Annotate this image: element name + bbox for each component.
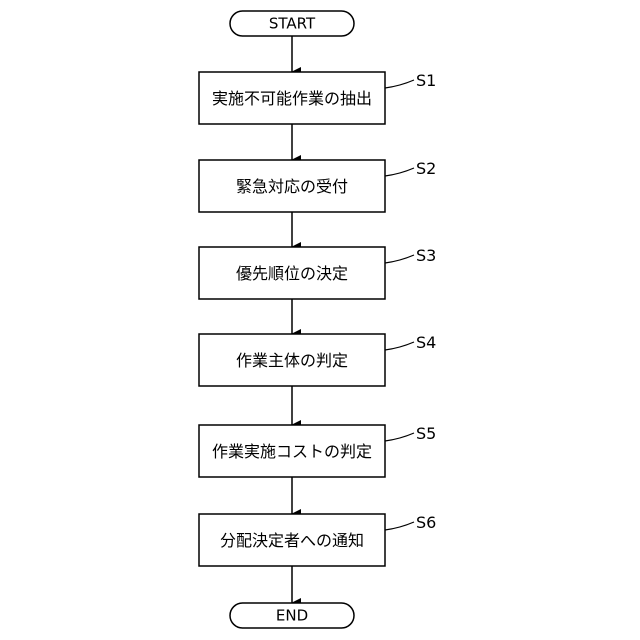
process-label-s5: 作業実施コストの判定 (212, 442, 372, 461)
process-label-s3: 優先順位の決定 (236, 264, 348, 283)
step-id-s2: S2 (416, 159, 436, 178)
process-label-s1: 実施不可能作業の抽出 (212, 89, 372, 108)
step-leader-s4 (385, 342, 414, 350)
start-label: START (269, 15, 316, 33)
process-label-s2: 緊急対応の受付 (236, 177, 348, 196)
step-id-s1: S1 (416, 71, 436, 90)
step-id-s6: S6 (416, 513, 436, 532)
step-id-s5: S5 (416, 424, 436, 443)
step-id-s3: S3 (416, 246, 436, 265)
process-label-s6: 分配決定者への通知 (220, 531, 364, 550)
end-label: END (276, 607, 308, 625)
step-leader-s6 (385, 522, 414, 530)
step-leader-s3 (385, 255, 414, 263)
step-id-s4: S4 (416, 333, 436, 352)
step-leader-s2 (385, 168, 414, 176)
step-leader-s1 (385, 80, 414, 88)
step-leader-s5 (385, 433, 414, 441)
process-label-s4: 作業主体の判定 (236, 351, 348, 370)
